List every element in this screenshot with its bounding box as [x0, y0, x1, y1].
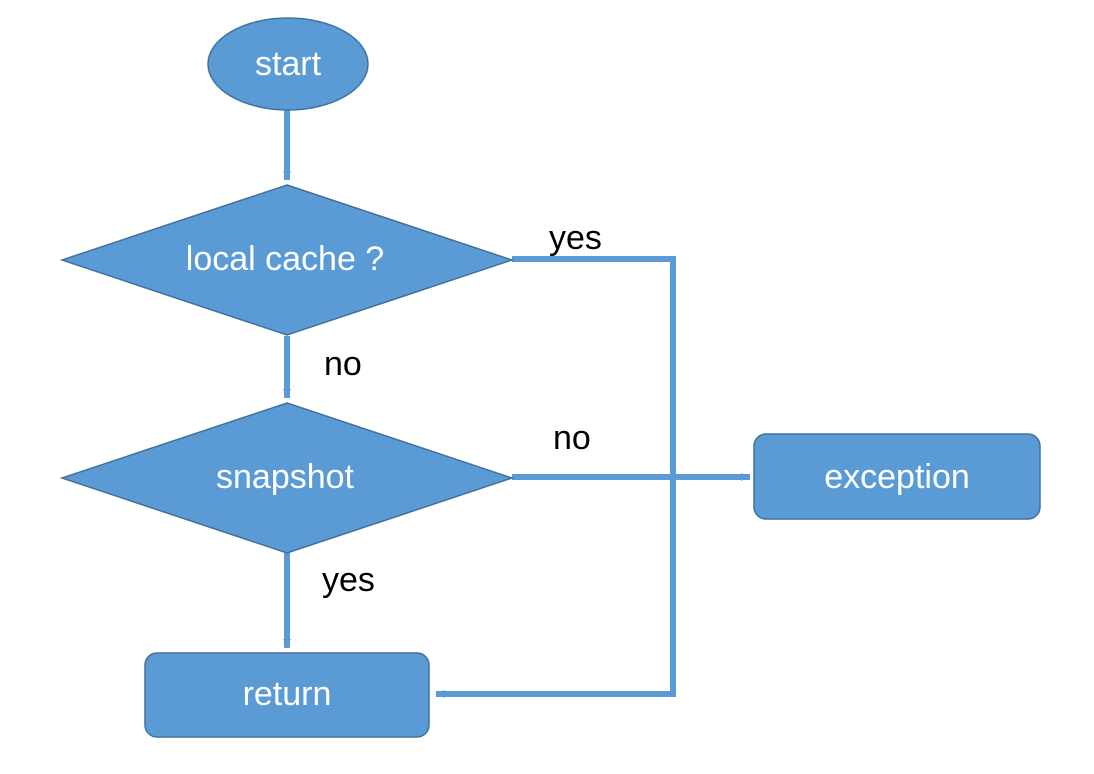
node-snapshot-decision[interactable]: [59, 402, 515, 554]
node-local-cache-decision[interactable]: [59, 184, 515, 336]
node-exception[interactable]: [753, 433, 1041, 520]
node-return[interactable]: [144, 652, 430, 738]
node-start[interactable]: [207, 17, 369, 111]
